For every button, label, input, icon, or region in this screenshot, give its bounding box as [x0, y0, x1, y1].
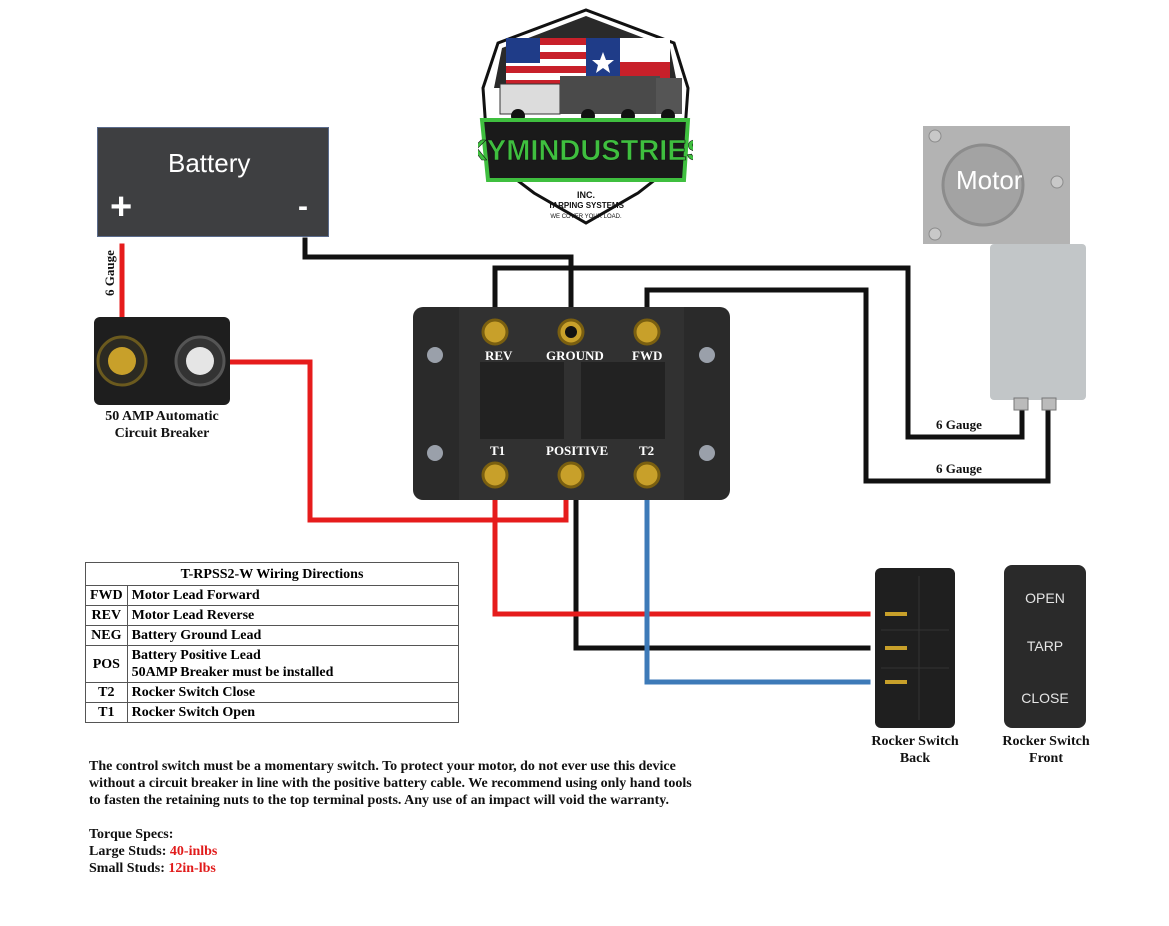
warning-line3: to fasten the retaining nuts to the top …	[89, 793, 669, 808]
table-row: T1 Rocker Switch Open	[85, 702, 460, 723]
wiring-directions-table: T-RPSS2-W Wiring Directions FWD Motor Le…	[85, 562, 460, 723]
rocker-tarp-label: TARP	[1026, 638, 1064, 654]
truck-icon	[499, 76, 682, 123]
fwd-wire-gauge-label: 6 Gauge	[936, 461, 982, 476]
rocker-back-caption: Rocker Switch Back	[860, 733, 970, 767]
terminal-t2-label: T2	[639, 443, 655, 458]
rocker-back-caption-line1: Rocker Switch	[871, 734, 959, 749]
control-box-graphic	[427, 307, 715, 500]
table-row: POS Battery Positive Lead 50AMP Breaker …	[85, 645, 460, 683]
battery: Battery + -	[97, 127, 329, 237]
torque-large-row: Large Studs: 40-inlbs	[89, 843, 709, 860]
table-title: T-RPSS2-W Wiring Directions	[85, 562, 459, 586]
battery-positive-terminal: +	[110, 186, 133, 228]
control-box: REV GROUND FWD T1 POSITIVE T2	[413, 307, 730, 500]
torque-small-row: Small Studs: 12in-lbs	[89, 860, 709, 877]
ground-wire	[302, 237, 574, 333]
table-desc-cell: Motor Lead Forward	[126, 585, 460, 606]
terminal-rev-label: REV	[485, 348, 513, 363]
terminal-t1-label: T1	[490, 443, 506, 458]
motor-body	[990, 244, 1086, 411]
motor-gearbox-icon	[928, 129, 1064, 241]
rocker-back-pins-icon	[881, 576, 949, 720]
logo-badge-icon: KYMINDUSTRIES INC. TARPING SYSTEMS WE CO…	[466, 8, 706, 225]
rocker-switch-back	[875, 568, 955, 728]
terminal-posts-icon	[481, 318, 661, 489]
table-desc-line1: Battery Positive Lead	[131, 648, 261, 663]
table-header-row: T-RPSS2-W Wiring Directions	[85, 562, 459, 586]
rev-motor-wire	[492, 265, 1025, 440]
table-desc-cell: Rocker Switch Open	[126, 702, 460, 723]
table-desc-cell: Rocker Switch Close	[126, 682, 460, 703]
t1-to-switch-wire	[492, 475, 871, 617]
logo-tagline: TARPING SYSTEMS	[548, 201, 625, 210]
battery-wire-gauge-label: 6 Gauge	[102, 250, 117, 296]
logo-name-part2: INDUSTRIES	[530, 135, 693, 167]
logo-slogan: WE COVER YOUR LOAD.	[550, 214, 622, 220]
torque-large-value: 40-inlbs	[169, 844, 218, 859]
svg-text:KYMINDUSTRIES: KYMINDUSTRIES	[478, 135, 693, 167]
torque-large-label: Large Studs:	[89, 844, 167, 859]
table-row: T2 Rocker Switch Close	[85, 682, 460, 703]
rocker-open-label: OPEN	[1025, 590, 1065, 606]
rocker-close-label: CLOSE	[1021, 690, 1069, 706]
table-desc-cell: Motor Lead Reverse	[126, 605, 460, 626]
table-desc-line2: 50AMP Breaker must be installed	[131, 665, 334, 680]
table-code-cell: NEG	[85, 625, 128, 646]
logo-name-part1: KYM	[478, 135, 530, 167]
table-desc-cell: Battery Ground Lead	[126, 625, 460, 646]
rocker-back-caption-line2: Back	[899, 751, 931, 766]
table-row: REV Motor Lead Reverse	[85, 605, 460, 626]
breaker-terminals-icon	[96, 335, 226, 387]
table-code-cell: FWD	[85, 585, 128, 606]
fwd-motor-wire	[644, 287, 1051, 484]
battery-title: Battery	[168, 148, 251, 178]
table-code-cell: T1	[85, 702, 128, 723]
logo-suffix: INC.	[577, 190, 595, 200]
terminal-fwd-label: FWD	[632, 348, 663, 363]
motor-label: Motor	[956, 165, 1023, 195]
torque-title: Torque Specs:	[89, 827, 174, 842]
battery-negative-terminal: -	[298, 190, 308, 223]
terminal-positive-label: POSITIVE	[546, 443, 609, 458]
table-code-cell: POS	[85, 645, 128, 683]
table-row: NEG Battery Ground Lead	[85, 625, 460, 646]
warning-line1: The control switch must be a momentary s…	[89, 759, 676, 774]
rocker-front-caption: Rocker Switch Front	[990, 733, 1102, 767]
table-code-cell: REV	[85, 605, 128, 626]
positive-to-switch-wire	[573, 475, 871, 651]
rocker-switch-front: OPEN TARP CLOSE	[1004, 565, 1086, 728]
rocker-front-caption-line2: Front	[1029, 751, 1063, 766]
table-row: FWD Motor Lead Forward	[85, 585, 460, 606]
notes: The control switch must be a momentary s…	[89, 758, 709, 877]
t2-to-switch-wire	[644, 475, 871, 685]
rocker-front-caption-line1: Rocker Switch	[1002, 734, 1090, 749]
circuit-breaker	[94, 317, 230, 405]
table-desc-cell: Battery Positive Lead 50AMP Breaker must…	[126, 645, 460, 683]
torque-small-label: Small Studs:	[89, 861, 165, 876]
warning-line2: without a circuit breaker in line with t…	[89, 776, 692, 791]
motor-leads-icon	[1013, 397, 1057, 411]
motor-gearbox	[923, 126, 1070, 244]
rev-wire-gauge-label: 6 Gauge	[936, 417, 982, 432]
torque-small-value: 12in-lbs	[168, 861, 216, 876]
breaker-to-positive-wire	[197, 359, 569, 523]
kym-industries-logo: KYMINDUSTRIES INC. TARPING SYSTEMS WE CO…	[466, 8, 706, 233]
table-code-cell: T2	[85, 682, 128, 703]
breaker-label-line2: Circuit Breaker	[114, 426, 210, 441]
breaker-label-line1: 50 AMP Automatic	[105, 409, 219, 424]
terminal-ground-label: GROUND	[546, 348, 604, 363]
breaker-label: 50 AMP Automatic Circuit Breaker	[88, 408, 236, 442]
